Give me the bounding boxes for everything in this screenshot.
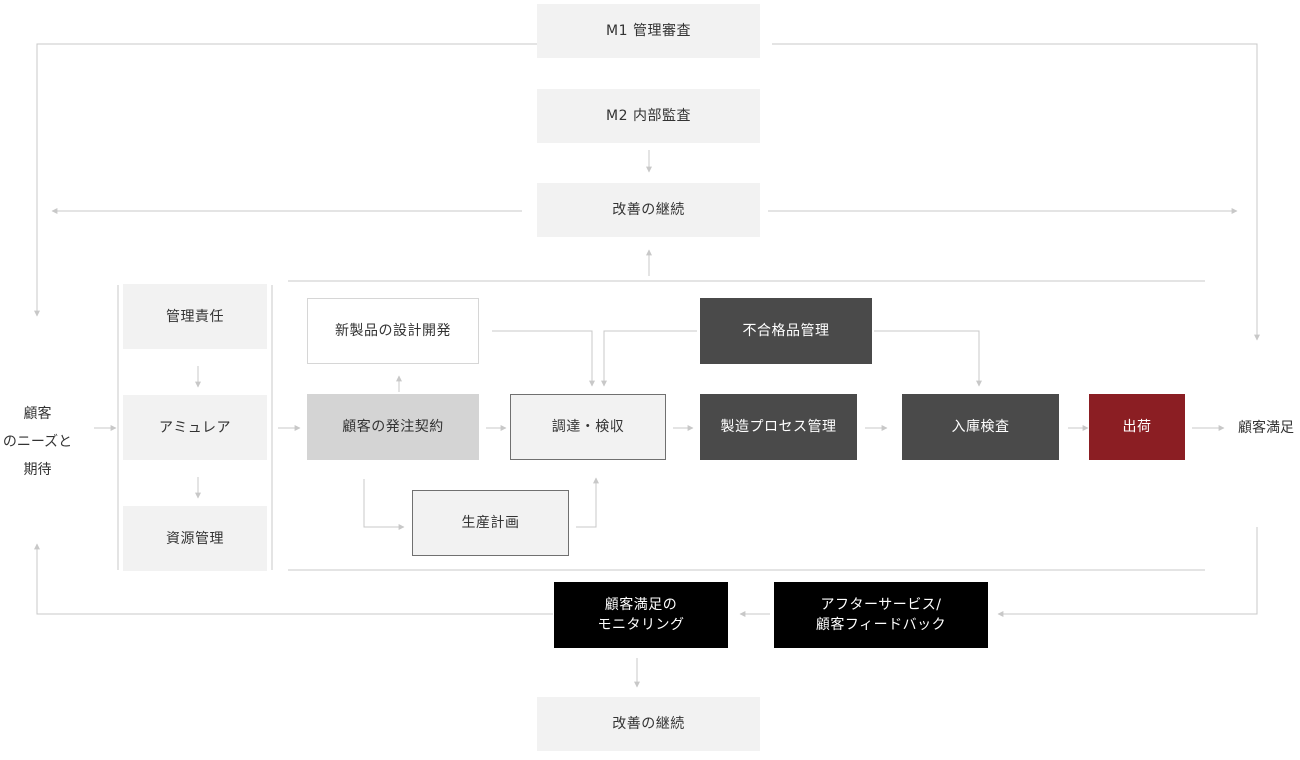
production-planning-box: 生産計画 bbox=[412, 490, 569, 556]
manufacturing-process-box: 製造プロセス管理 bbox=[700, 394, 857, 460]
customer-needs-label: 顧客 のニーズと 期待 bbox=[2, 406, 73, 478]
continuous-improvement-top-box: 改善の継続 bbox=[537, 183, 760, 237]
management-responsibility-box: 管理責任 bbox=[123, 284, 267, 349]
customer-satisfaction-label: 顧客満足 bbox=[1238, 420, 1294, 436]
nonconforming-product-box: 不合格品管理 bbox=[700, 298, 872, 364]
incoming-inspection-box: 入庫検査 bbox=[902, 394, 1059, 460]
customer-satisfaction-monitoring-box: 顧客満足の モニタリング bbox=[554, 582, 728, 648]
after-service-feedback-box: アフターサービス/ 顧客フィードバック bbox=[774, 582, 988, 648]
new-product-design-box: 新製品の設計開発 bbox=[307, 298, 479, 364]
amulea-box: アミュレア bbox=[123, 395, 267, 460]
shipping-box: 出荷 bbox=[1089, 394, 1185, 460]
procurement-inspection-box: 調達・検収 bbox=[510, 394, 666, 460]
management-review-box: M1 管理審査 bbox=[537, 4, 760, 58]
customer-order-contract-box: 顧客の発注契約 bbox=[307, 394, 479, 460]
internal-audit-box: M2 内部監査 bbox=[537, 89, 760, 143]
continuous-improvement-bottom-box: 改善の継続 bbox=[537, 697, 760, 751]
resource-management-box: 資源管理 bbox=[123, 506, 267, 571]
